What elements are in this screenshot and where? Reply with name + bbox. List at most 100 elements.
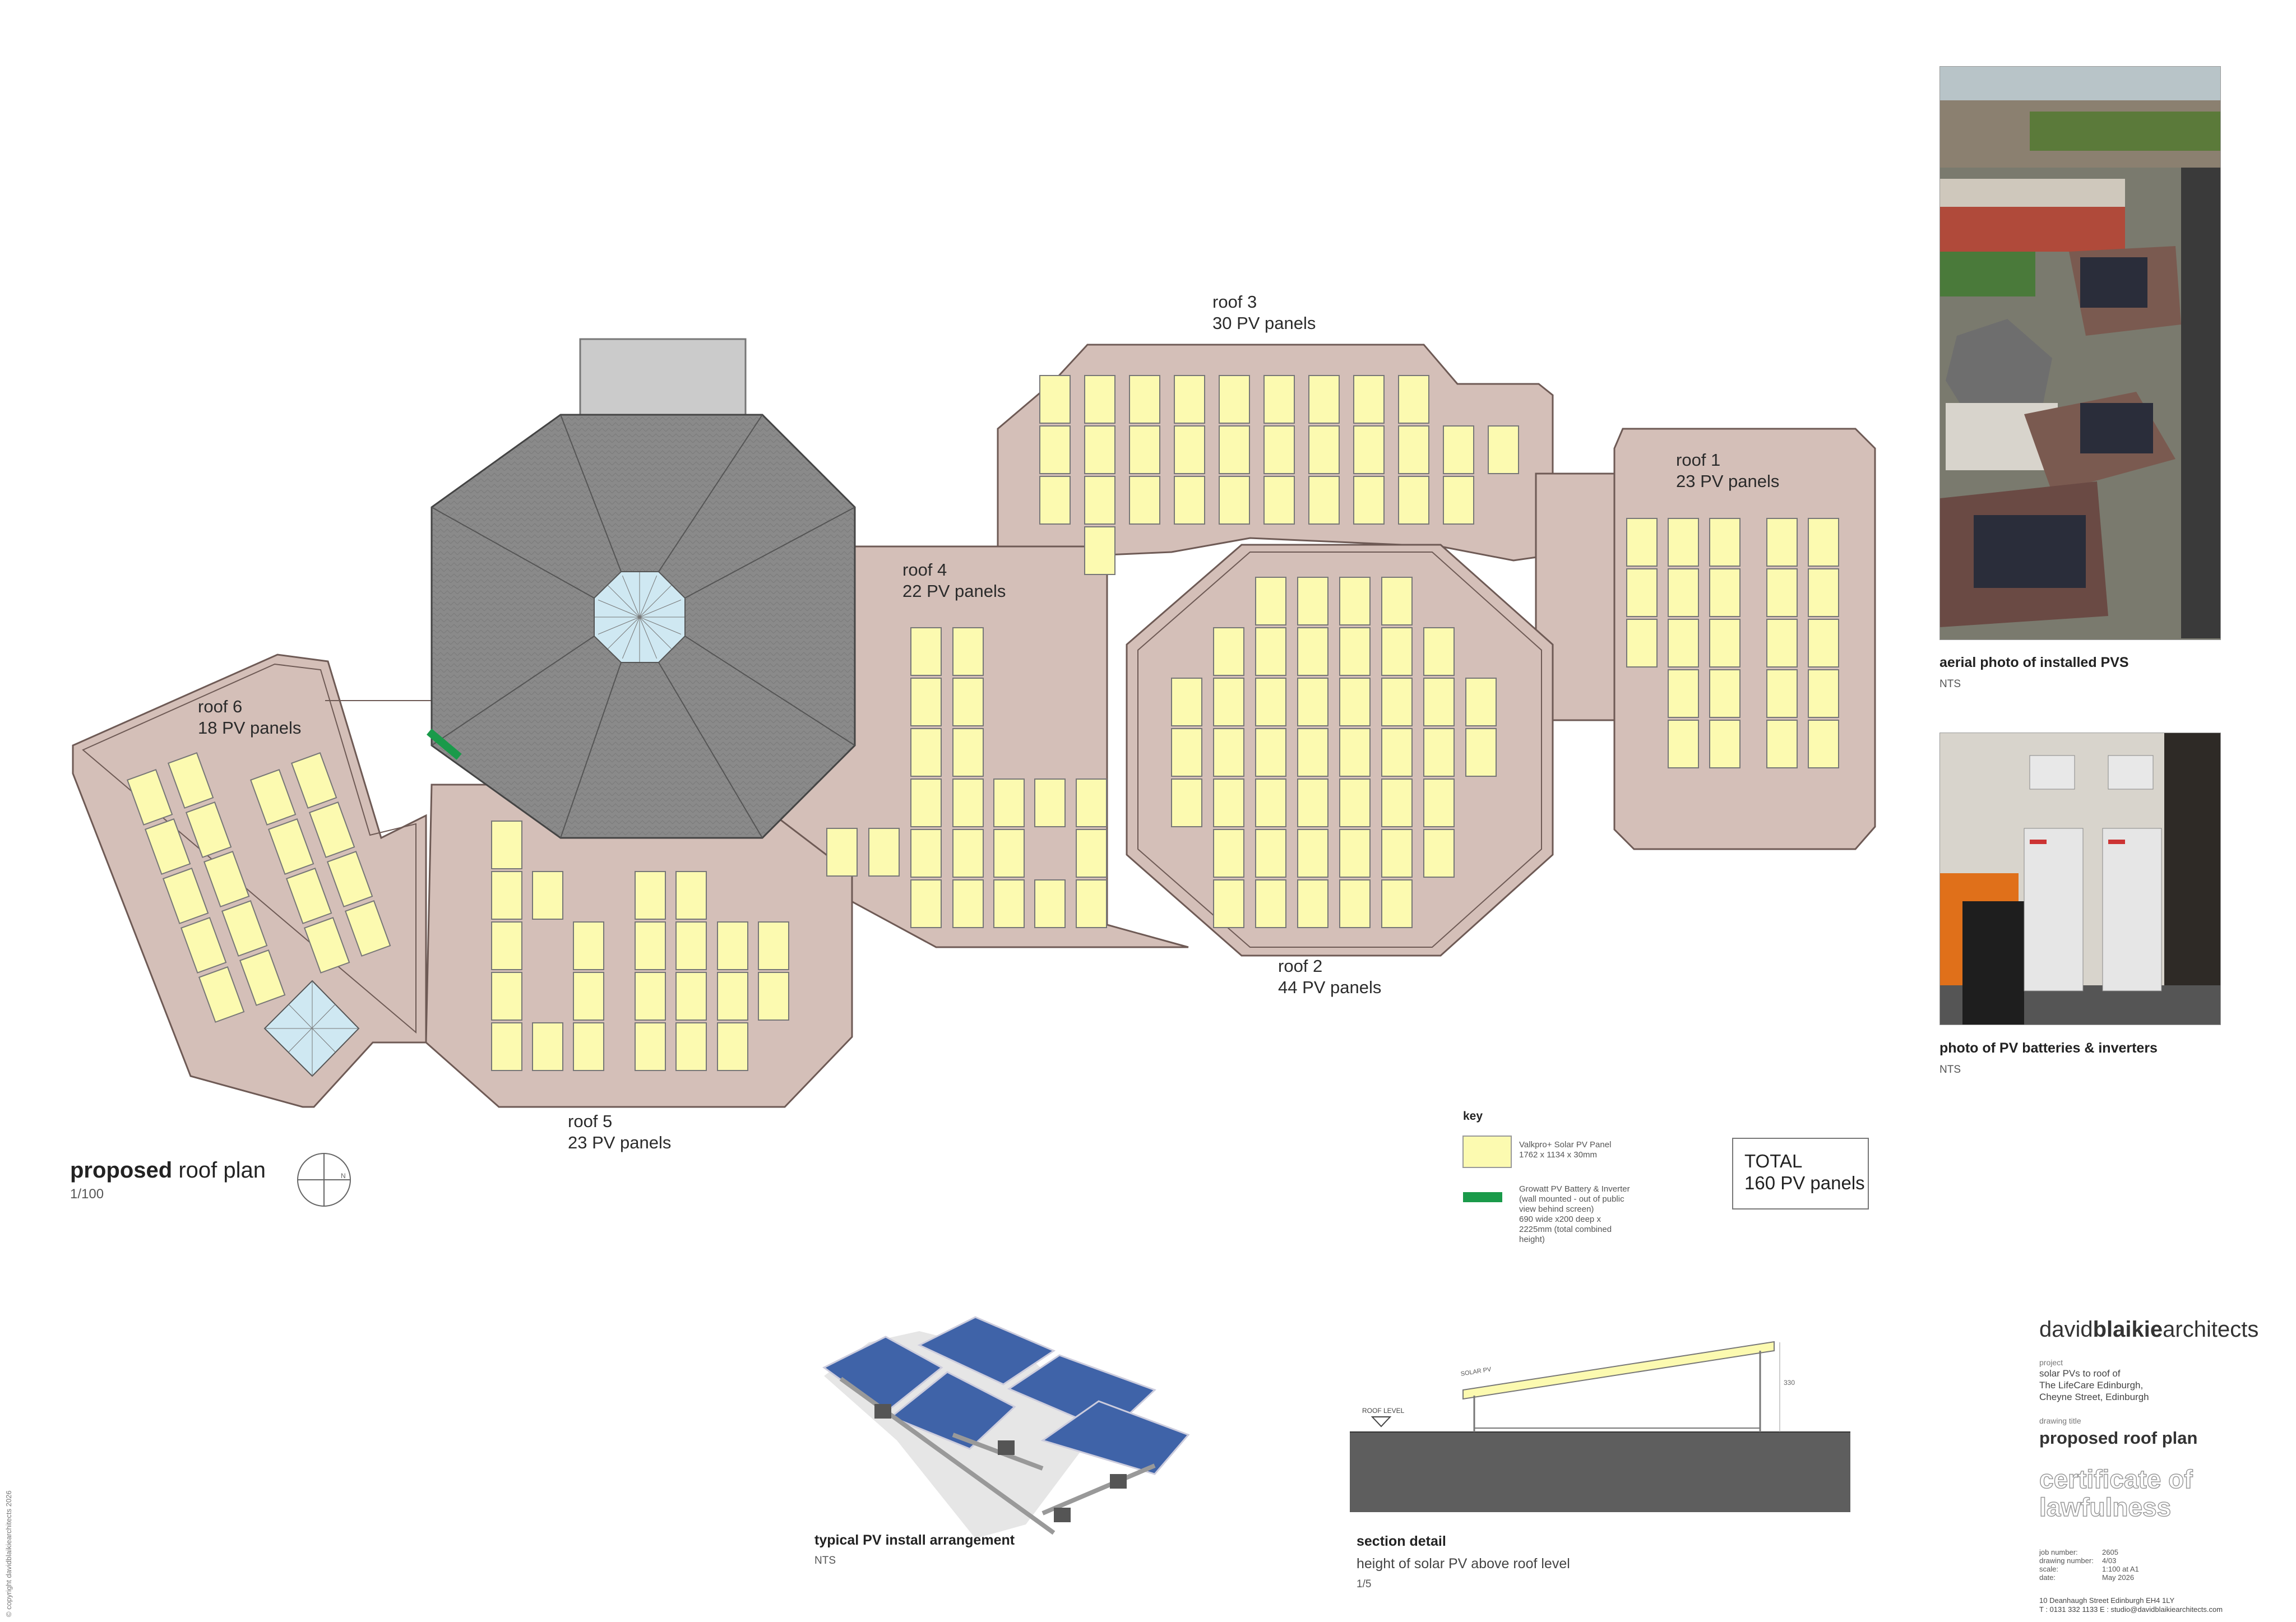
roof-4-panel	[868, 828, 900, 877]
roof-6-panel	[185, 801, 232, 858]
roof-5-panel	[491, 821, 522, 869]
roof-3-panel	[1219, 476, 1250, 525]
roof-3-panel	[1084, 375, 1115, 424]
roof-1-panel	[1626, 518, 1658, 567]
roof-6-panel	[303, 917, 350, 974]
roof-3-panel	[1443, 425, 1474, 474]
roof-3-panel	[1084, 425, 1115, 474]
roof-1-panel	[1668, 568, 1699, 617]
roof-2-panel	[1213, 778, 1244, 827]
roof-3-panel	[1129, 425, 1160, 474]
roof-3-panel	[1398, 375, 1429, 424]
rooflight-glazing-bar	[622, 617, 640, 659]
roof-3-panel	[1443, 476, 1474, 525]
roof-2-panel	[1381, 829, 1413, 878]
roof-2-panel	[1339, 678, 1371, 726]
roof-4-panel	[910, 678, 942, 726]
roof-3-panel	[1039, 425, 1071, 474]
roof-3-panel	[1174, 476, 1205, 525]
roof-2-panel	[1213, 829, 1244, 878]
pv-panels	[126, 375, 1839, 1071]
roof-1-panel	[1808, 720, 1839, 768]
roof-2-panel	[1339, 627, 1371, 676]
roof-2-panel	[1381, 778, 1413, 827]
roof-3-panel	[1039, 375, 1071, 424]
roof-4-panel	[1034, 879, 1066, 928]
roof-2-panel	[1339, 829, 1371, 878]
roof-2-panel	[1255, 778, 1286, 827]
key-battery-swatch	[1463, 1192, 1502, 1202]
project-text: solar PVs to roof of The LifeCare Edinbu…	[2039, 1368, 2149, 1402]
roof-4-panel	[952, 627, 984, 676]
roof-3-panel	[1308, 476, 1340, 525]
roof-3-panel	[1488, 425, 1519, 474]
roof-3-panel	[1398, 476, 1429, 525]
roof-1-panel	[1668, 669, 1699, 718]
roof-4-panel	[993, 778, 1025, 827]
roof-6-panel	[290, 752, 337, 809]
roof-3-panel	[1308, 425, 1340, 474]
roof-2-panel	[1297, 678, 1328, 726]
roof-2-panel	[1255, 627, 1286, 676]
drawing-title: proposed roof plan	[70, 1158, 266, 1183]
install-title: typical PV install arrangement	[814, 1532, 1015, 1548]
roof-2-panel	[1423, 778, 1455, 827]
roof-1-panel	[1668, 720, 1699, 768]
key-heading: key	[1463, 1110, 1483, 1123]
roof-5-panel	[573, 921, 604, 970]
aerial-photo-scale: NTS	[1939, 678, 1961, 690]
roof-6-rooflight	[263, 980, 360, 1077]
roof-4-panel	[1034, 778, 1066, 827]
roof-2-panel	[1423, 829, 1455, 878]
roof-2-panel	[1465, 728, 1497, 777]
roof-6-inner	[82, 663, 416, 1034]
roof-4-panel	[1076, 879, 1107, 928]
slate-hip-line	[560, 662, 622, 838]
roof-4-panel	[993, 829, 1025, 878]
roof-2-panel	[1171, 778, 1202, 827]
roof-1-panel	[1766, 619, 1798, 668]
drawing-scale: 1/100	[70, 1187, 104, 1202]
roof-3-panel	[1398, 425, 1429, 474]
roof-4-panel	[910, 778, 942, 827]
section-title: section detail	[1357, 1533, 1446, 1549]
rooflight-glazing-bar	[639, 575, 658, 618]
roof-6-panel	[203, 851, 250, 907]
roof-6-outline	[72, 654, 427, 1108]
rooflight-glazing-bar	[639, 617, 672, 649]
roof-6-panel	[144, 818, 191, 875]
roof-5-panel	[758, 921, 789, 970]
roof-6-panel	[221, 900, 268, 957]
roof-1-panel	[1766, 518, 1798, 567]
rooflight-glazing-bar	[639, 617, 682, 635]
battery-photo	[1939, 733, 2221, 1025]
roof-1-panel	[1709, 518, 1740, 567]
roof-2-panel	[1297, 728, 1328, 777]
roof-5-panel	[532, 871, 563, 920]
roof-5-panel	[717, 972, 748, 1021]
roof-5-panel	[717, 1022, 748, 1071]
roof-6-panel	[285, 868, 332, 924]
rooflight-glazing-bar	[639, 599, 682, 618]
roof-2-panel	[1381, 678, 1413, 726]
roof-2-panel	[1339, 879, 1371, 928]
roof-2-panel	[1339, 577, 1371, 625]
roof-2-panel	[1465, 678, 1497, 726]
rooflight-glazing-bar	[608, 585, 640, 618]
copyright-note: © copyright davidblaikiearchitects 2026	[4, 1490, 13, 1617]
roof-4-panel	[1076, 778, 1107, 827]
roof-6-panel	[308, 801, 355, 858]
certificate-stamp: certificate of lawfulness	[2039, 1465, 2193, 1522]
total-label: TOTAL	[1744, 1151, 1803, 1171]
roof-4-panel	[952, 678, 984, 726]
rooflight-glazing-bar	[622, 575, 640, 618]
battery-inverter-marker	[427, 729, 462, 760]
roof-1-panel	[1808, 518, 1839, 567]
roof-6-panel	[167, 752, 214, 809]
roof-3-panel	[1129, 476, 1160, 525]
